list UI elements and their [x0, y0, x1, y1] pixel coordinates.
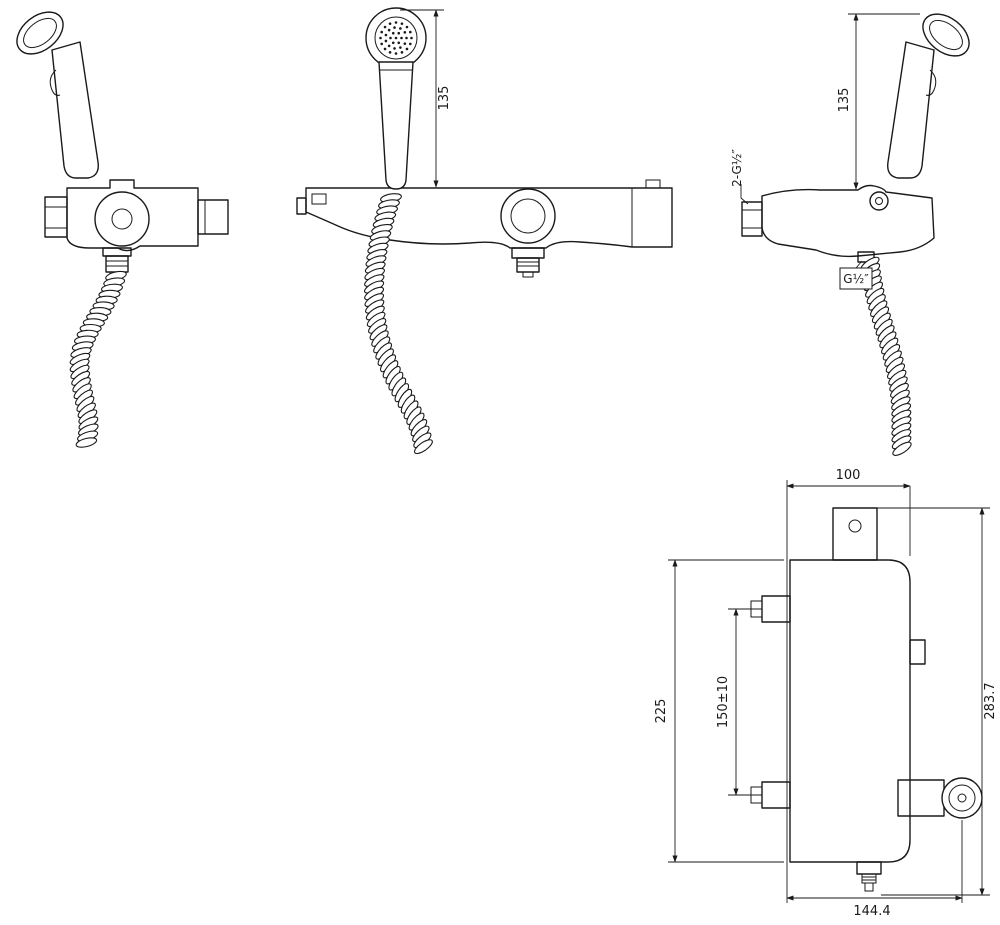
dimension-label-overall-depth: 144.4: [853, 904, 890, 919]
bottom-outlet-nut: [856, 861, 882, 875]
bracket-hole: [848, 519, 862, 533]
view-front: 135: [296, 7, 673, 455]
dimension-label-overall-height: 283.7: [983, 682, 998, 719]
dimension-label-front-height: 135: [437, 86, 452, 111]
coiled-hose: [364, 193, 433, 455]
holder-pivot: [869, 191, 889, 211]
sprayer-head-inner: [929, 19, 963, 51]
body-outline: [761, 184, 935, 258]
sprayer-handle: [51, 41, 99, 179]
hose-thread-box: [839, 267, 873, 290]
lower-inlet-port: [761, 781, 791, 809]
diverter-knob: [941, 777, 983, 819]
sprayer-handle: [887, 41, 935, 179]
view-side: 135 2-G½″ G½″: [730, 13, 970, 456]
mixer-body-side: [741, 184, 935, 263]
outlet-ridges: [105, 255, 129, 273]
diverter-shaft: [897, 779, 945, 817]
dimension-label-side-height: 135: [837, 88, 852, 113]
top-bracket: [832, 507, 878, 561]
hand-sprayer: [16, 11, 99, 179]
top-tab: [645, 179, 661, 189]
upper-inlet-port: [761, 595, 791, 623]
dimension-side-height: 135: [837, 13, 920, 190]
profile-body: [750, 507, 983, 892]
side-button: [909, 639, 926, 665]
outlet-neck: [102, 247, 132, 257]
mixer-body-perspective: [44, 179, 229, 278]
inlet-thread-callout: 2-G½″: [730, 149, 749, 205]
outlet-tip: [522, 271, 534, 278]
spray-nozzle-dots: [379, 21, 413, 55]
sprayer-head: [922, 13, 970, 57]
mixer-body-front: [296, 179, 673, 278]
outlet-neck: [511, 247, 545, 259]
sprayer-head-inner: [23, 17, 57, 49]
hose-thread-label: G½″: [843, 272, 869, 286]
left-cap: [296, 197, 307, 215]
dimension-label-body-height: 225: [654, 699, 669, 724]
bottom-outlet-tip: [864, 882, 874, 892]
shower-face: [374, 16, 418, 60]
dimension-port-spacing: 150±10: [716, 608, 762, 796]
inlet-thread-leader: [740, 184, 749, 205]
thermostat-knob: [500, 188, 556, 244]
sprayer-trigger: [49, 69, 61, 96]
left-inlet-flange: [741, 201, 763, 237]
right-connector: [197, 199, 229, 235]
hand-shower: [365, 7, 427, 190]
shower-handle: [378, 61, 414, 190]
sprayer-trigger: [925, 69, 937, 96]
control-knob-inner: [111, 208, 133, 230]
dimension-label-top-depth: 100: [836, 468, 861, 483]
thermostat-knob-inner: [510, 198, 546, 234]
dimension-body-height: 225: [654, 559, 784, 863]
hand-sprayer-side: [887, 13, 970, 179]
view-profile: 100 225: [654, 468, 998, 919]
dimension-front-height: 135: [400, 9, 452, 188]
hose-thread-callout: G½″: [839, 260, 873, 290]
outlet-ridges: [516, 257, 540, 273]
sprayer-head: [16, 11, 64, 55]
body-outline: [66, 179, 199, 252]
control-knob: [94, 191, 150, 247]
dimension-top-depth: 100: [786, 468, 911, 556]
inlet-thread-label: 2-G½″: [730, 149, 744, 187]
dimension-label-port-spacing: 150±10: [716, 676, 731, 728]
view-perspective: [16, 11, 229, 448]
coiled-hose: [69, 270, 127, 448]
dimension-overall-depth: 144.4: [786, 820, 963, 919]
bottom-outlet-nipple: [861, 873, 877, 884]
left-flange: [44, 196, 68, 238]
coiled-hose: [860, 256, 912, 456]
body-outline: [789, 559, 911, 863]
body-outline: [305, 187, 673, 249]
hose-thread-leader: [855, 260, 863, 269]
left-clip: [311, 193, 327, 205]
dimension-overall-height: 283.7: [877, 507, 998, 896]
